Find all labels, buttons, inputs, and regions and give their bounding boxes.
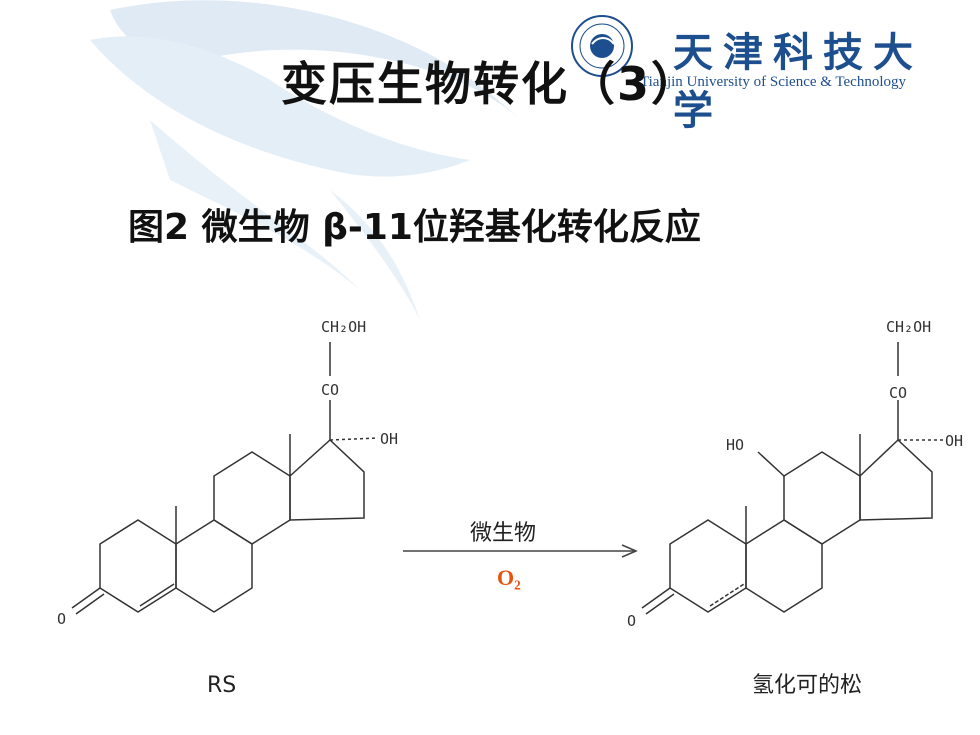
product-ho-label: HO (726, 436, 745, 454)
university-logo: 天津科技大学 Tianjin University of Science & T… (570, 14, 950, 134)
reactant-ring-a (99, 519, 177, 613)
product-ch2oh-label: CH₂OH (886, 318, 932, 336)
reactant-carbonyl (71, 587, 101, 609)
reactant-o-label: O (57, 610, 67, 628)
reaction-condition-microbe: 微生物 (470, 521, 537, 546)
reaction-condition-oxygen: O₂ (497, 565, 521, 590)
product-double-bond (709, 583, 745, 607)
reactant-co-label: CO (321, 381, 340, 399)
product-o-label: O (627, 612, 637, 630)
logo-english-name: Tianjin University of Science & Technolo… (640, 74, 907, 90)
product-ho-bond (757, 451, 785, 477)
slide-title: 变压生物转化（3） (280, 57, 699, 111)
product-ring-d (859, 438, 933, 521)
product-co-label: CO (889, 384, 908, 402)
product-oh-label: OH (945, 432, 964, 450)
logo-chinese-name: 天津科技大学 (673, 29, 923, 134)
slide-subtitle: 图2 微生物 β-11位羟基化转化反应 (128, 207, 701, 248)
reactant-oh-bond (329, 437, 379, 441)
reactant-ch2oh-label: CH₂OH (321, 318, 367, 336)
university-seal-icon (571, 15, 633, 77)
product-ring-c (783, 451, 861, 545)
arrow-head-icon (621, 544, 638, 558)
reactant-ring-b (175, 519, 253, 613)
product-name: 氢化可的松 (752, 673, 863, 698)
reactant-name: RS (207, 673, 237, 698)
reactant-oh-label: OH (380, 430, 399, 448)
reactant-ring-c (213, 451, 291, 545)
reactant-double-bond (139, 583, 175, 607)
product-ring-a (669, 519, 747, 613)
reactant-ring-d (289, 438, 365, 521)
product-ring-b (745, 519, 823, 613)
reaction-diagram (71, 342, 944, 615)
product-carbonyl (641, 587, 671, 609)
